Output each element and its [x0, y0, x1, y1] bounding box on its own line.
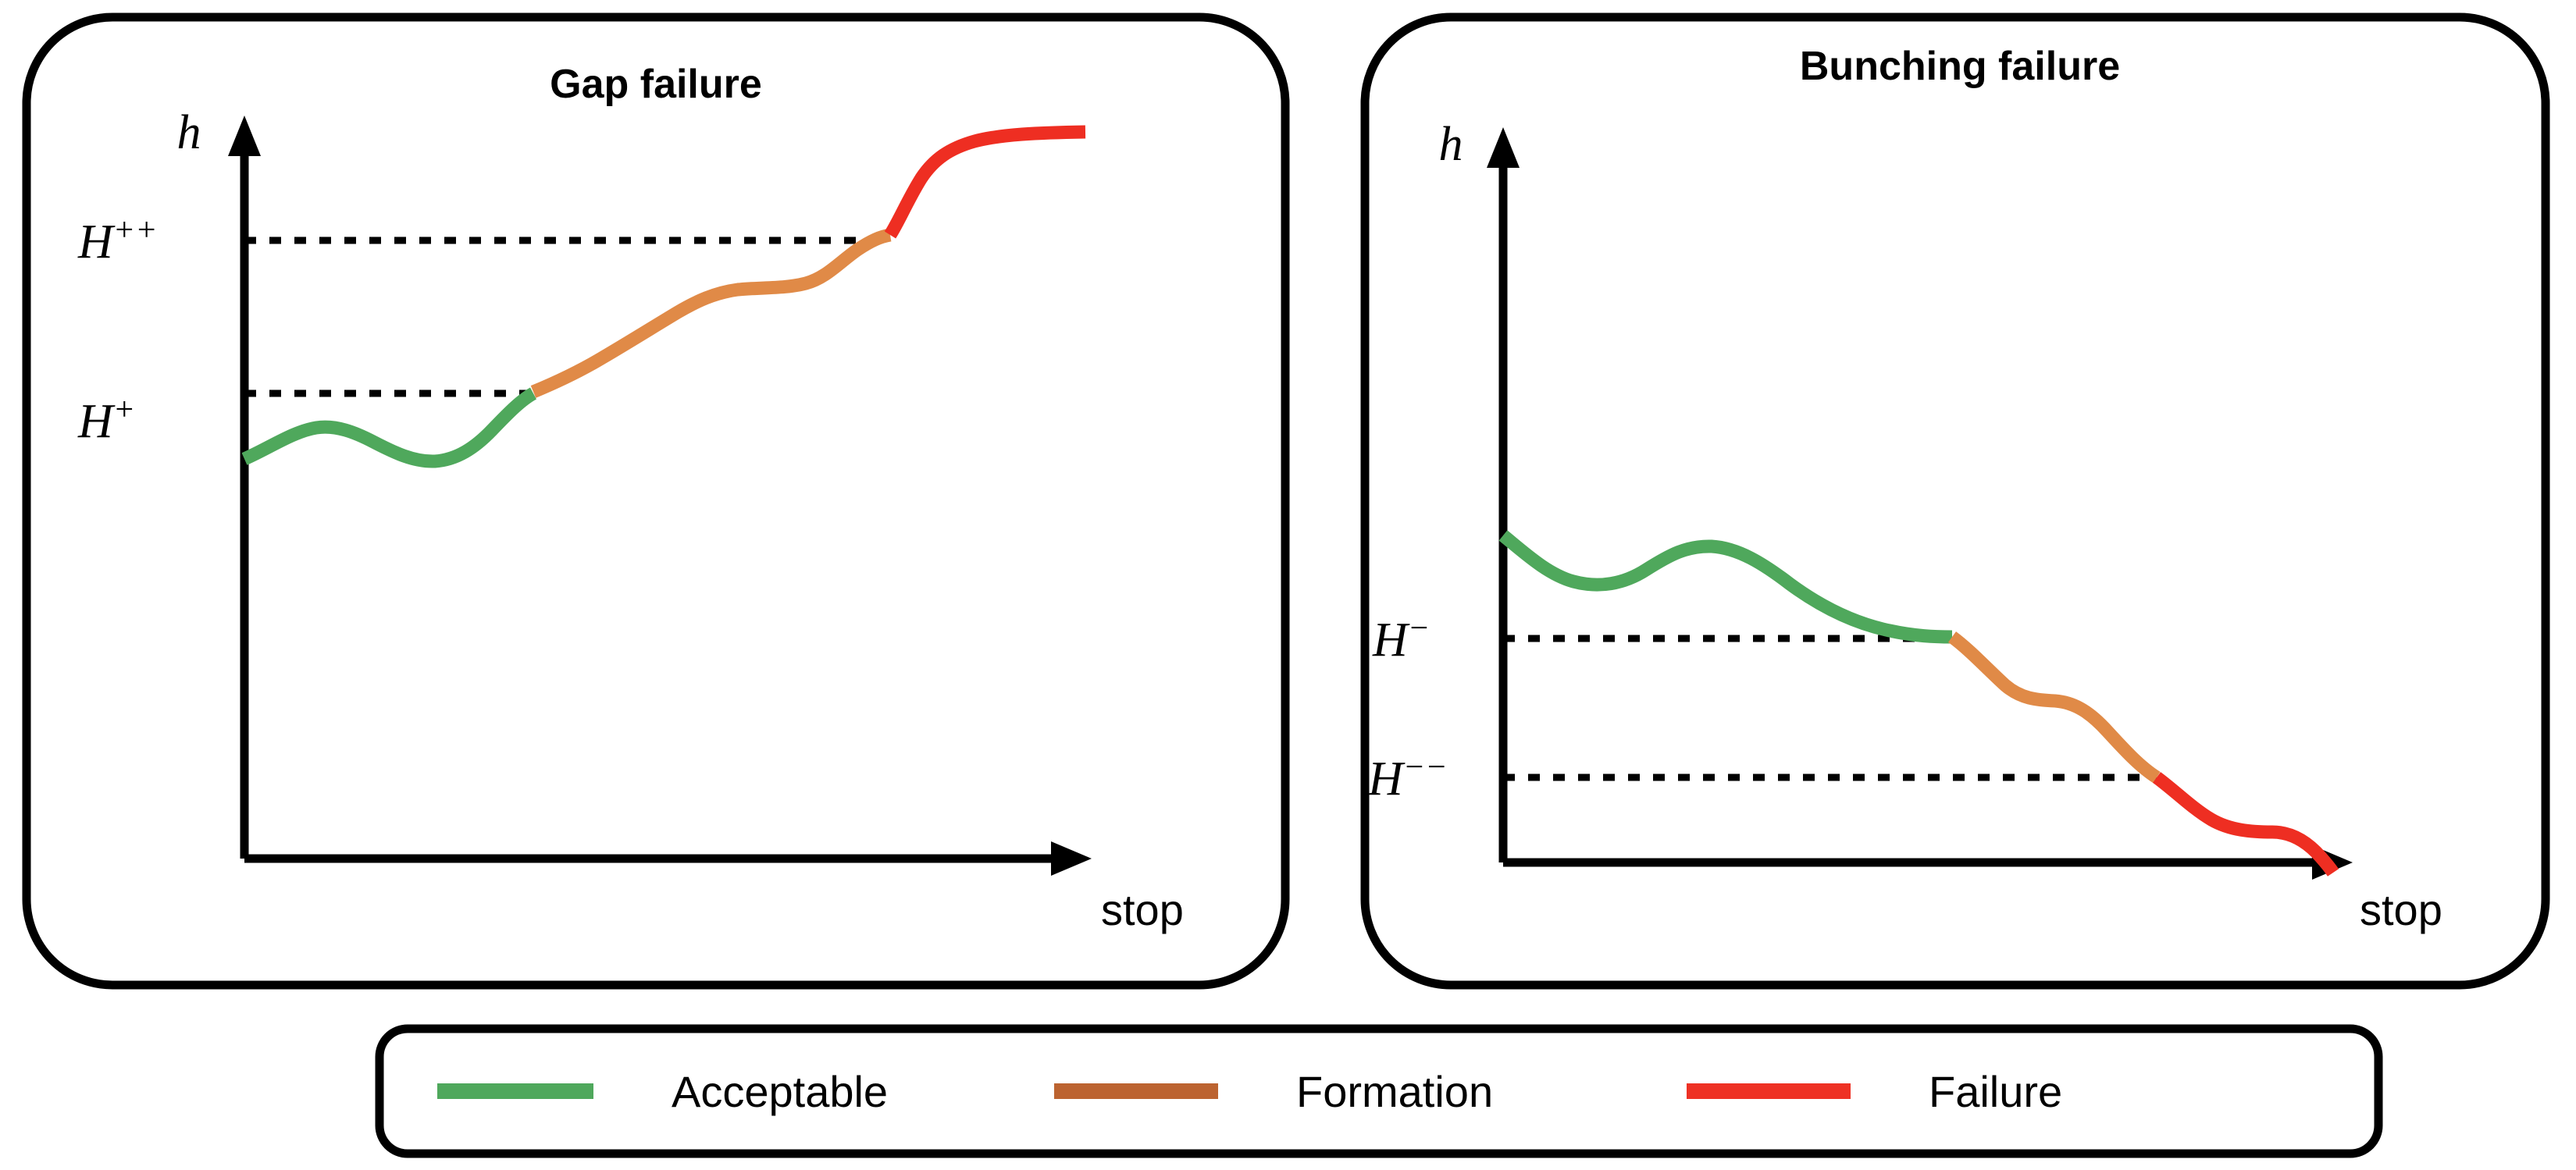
panel-bunching-failure: Bunching failure h stop H− H−−	[1360, 12, 2550, 990]
curve-segment-acceptable-left	[241, 387, 537, 468]
panel-bunching-failure-title: Bunching failure	[1800, 44, 2120, 89]
curve-segment-formation-left	[530, 228, 892, 398]
legend-item-formation[interactable]: Formation	[1054, 1067, 1493, 1116]
panel-gap-failure-frame	[22, 12, 1290, 990]
threshold-label-h-minus-minus-base: H	[1367, 752, 1406, 805]
curve-segment-formation-right	[1947, 631, 2161, 784]
threshold-label-h-minus: H−	[1372, 610, 1430, 667]
legend: Acceptable Formation Failure	[375, 1024, 2383, 1158]
y-axis-label-right: h	[1439, 118, 1463, 171]
legend-label-formation: Formation	[1296, 1067, 1493, 1116]
panel-gap-failure: Gap failure h stop H++ H+	[22, 12, 1290, 990]
x-axis-label-left: stop	[1101, 885, 1184, 934]
threshold-label-h-plus-base: H	[77, 395, 116, 448]
y-axis-arrow-right	[1487, 127, 1520, 168]
legend-item-failure[interactable]: Failure	[1687, 1067, 2062, 1116]
threshold-label-h-minus-base: H	[1372, 613, 1410, 667]
legend-item-acceptable[interactable]: Acceptable	[437, 1067, 888, 1116]
x-axis-label-right: stop	[2360, 885, 2442, 934]
y-axis-arrow-left	[228, 116, 261, 156]
threshold-label-h-plus-plus: H++	[77, 212, 157, 268]
curve-segment-failure-right	[2152, 772, 2339, 877]
legend-label-acceptable: Acceptable	[672, 1067, 888, 1116]
x-axis-arrow-left	[1051, 841, 1092, 876]
curve-segment-failure-left	[884, 125, 1086, 239]
y-axis-label-left: h	[177, 106, 201, 159]
threshold-label-h-minus-sup: −	[1408, 610, 1430, 646]
legend-frame	[375, 1024, 2383, 1158]
curve-segment-acceptable-right	[1498, 530, 1953, 644]
panel-gap-failure-title: Gap failure	[550, 62, 762, 107]
threshold-label-h-plus-plus-sup: ++	[113, 212, 158, 248]
legend-label-failure: Failure	[1929, 1067, 2062, 1116]
threshold-label-h-plus: H+	[77, 392, 135, 448]
panel-bunching-failure-frame	[1360, 12, 2550, 990]
threshold-label-h-minus-minus: H−−	[1367, 749, 1447, 805]
threshold-label-h-plus-plus-base: H	[77, 215, 116, 268]
threshold-label-h-plus-sup: +	[113, 392, 135, 428]
threshold-label-h-minus-minus-sup: −−	[1403, 749, 1448, 785]
